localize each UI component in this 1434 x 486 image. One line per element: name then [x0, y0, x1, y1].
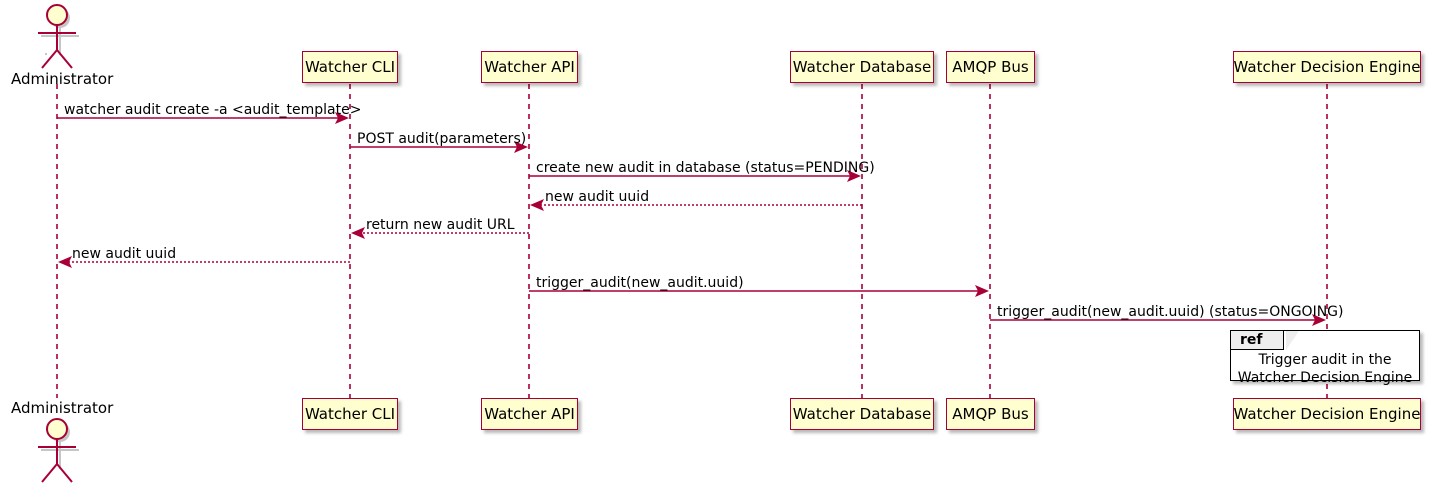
message-label-3: new audit uuid [545, 189, 650, 205]
participant-box-amqp-bus-bottom[interactable]: AMQP Bus [946, 398, 1035, 430]
participant-label-watcher-decision-engine-bottom: Watcher Decision Engine [1233, 404, 1421, 423]
ref-fragment[interactable]: ref Trigger audit in the Watcher Decisio… [1230, 330, 1420, 386]
participant-label-amqp-bus-bottom: AMQP Bus [952, 404, 1029, 423]
message-label-0: watcher audit create -a <audit_template> [64, 102, 362, 118]
message-label-5: new audit uuid [72, 246, 177, 262]
participant-box-watcher-database-top[interactable]: Watcher Database [790, 51, 934, 83]
participant-label-watcher-decision-engine-top: Watcher Decision Engine [1233, 57, 1421, 76]
actor-administrator-top-icon [38, 4, 79, 69]
participant-label-watcher-api-bottom: Watcher API [484, 404, 575, 423]
message-arrow-7 [990, 314, 1326, 326]
message-arrow-4 [351, 227, 529, 239]
participant-box-watcher-decision-engine-top[interactable]: Watcher Decision Engine [1233, 51, 1421, 83]
ref-fragment-tag-label: ref [1240, 332, 1263, 348]
participant-label-watcher-cli-top: Watcher CLI [304, 57, 396, 76]
participant-box-watcher-database-bottom[interactable]: Watcher Database [790, 398, 934, 430]
participant-label-watcher-cli-bottom: Watcher CLI [304, 404, 396, 423]
actor-administrator-bottom-icon [38, 418, 79, 483]
participant-label-watcher-database-top: Watcher Database [792, 57, 932, 76]
ref-fragment-line-2: Watcher Decision Engine [1237, 369, 1413, 386]
participant-label-administrator-top: Administrator [11, 70, 114, 88]
participant-box-watcher-decision-engine-bottom[interactable]: Watcher Decision Engine [1233, 398, 1421, 430]
participant-box-watcher-cli-top[interactable]: Watcher CLI [302, 51, 398, 83]
ref-fragment-line-1: Trigger audit in the [1258, 352, 1392, 368]
message-label-6: trigger_audit(new_audit.uuid) [536, 275, 744, 291]
participant-box-watcher-api-bottom[interactable]: Watcher API [481, 398, 578, 430]
participant-label-watcher-api-top: Watcher API [484, 57, 575, 76]
participant-box-watcher-cli-bottom[interactable]: Watcher CLI [302, 398, 398, 430]
ref-fragment-tag-corner [1286, 331, 1299, 350]
message-arrow-2 [529, 170, 861, 182]
message-arrow-6 [529, 285, 989, 297]
ref-fragment-tag: ref [1231, 331, 1284, 350]
participant-label-watcher-database-bottom: Watcher Database [792, 404, 932, 423]
ref-fragment-body: Trigger audit in the Watcher Decision En… [1231, 352, 1419, 387]
message-label-2: create new audit in database (status=PEN… [536, 160, 875, 176]
message-label-4: return new audit URL [366, 217, 515, 233]
message-arrow-3 [530, 199, 862, 211]
participant-label-administrator-bottom: Administrator [11, 399, 114, 417]
participant-label-amqp-bus-top: AMQP Bus [952, 57, 1029, 76]
participant-box-watcher-api-top[interactable]: Watcher API [481, 51, 578, 83]
message-label-7: trigger_audit(new_audit.uuid) (status=ON… [997, 304, 1344, 320]
message-arrow-1 [350, 141, 528, 153]
message-arrow-0 [57, 112, 349, 124]
participant-box-amqp-bus-top[interactable]: AMQP Bus [946, 51, 1035, 83]
message-label-1: POST audit(parameters) [357, 131, 527, 147]
message-arrow-5 [58, 256, 350, 268]
